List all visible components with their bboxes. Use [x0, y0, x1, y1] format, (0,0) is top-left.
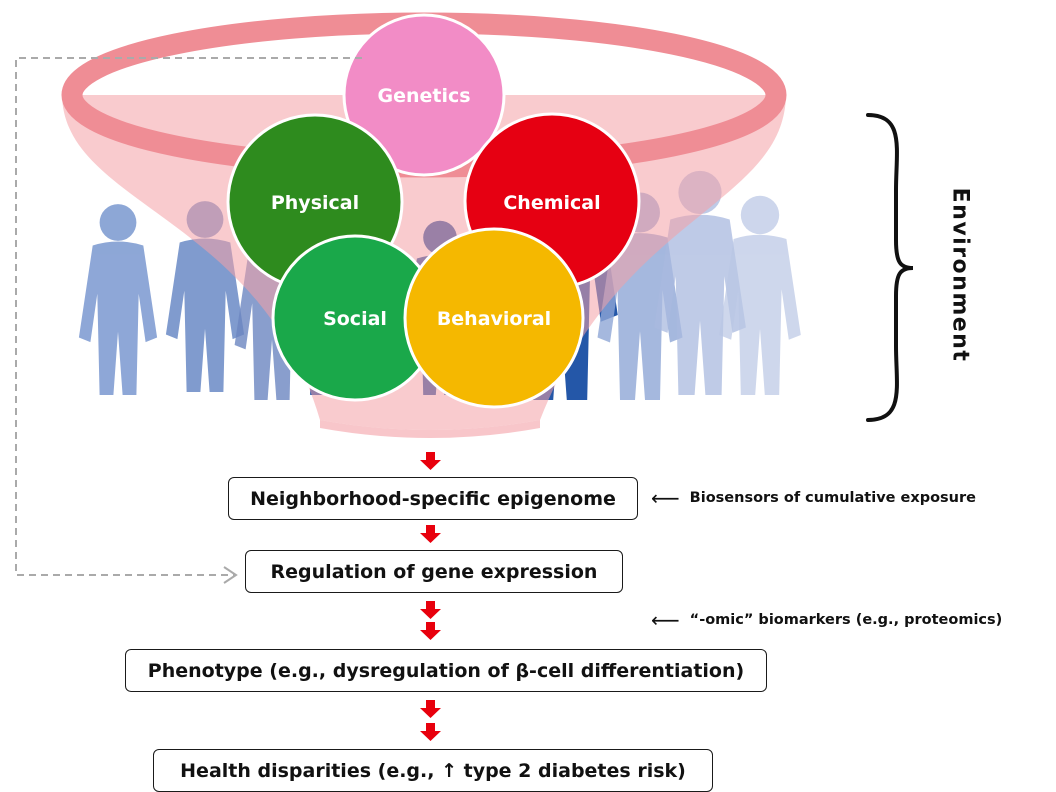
genetics-label: Genetics: [377, 85, 470, 107]
biosensors-annotation: ⟵ Biosensors of cumulative exposure: [651, 485, 976, 511]
flow-arrow-icon: [420, 700, 441, 718]
behavioral-label: Behavioral: [437, 308, 551, 330]
genetics-circle: [342, 13, 506, 177]
biosensors-text: Biosensors of cumulative exposure: [689, 490, 976, 506]
flow-arrow-icon: [420, 601, 441, 619]
social-label: Social: [323, 308, 387, 330]
feedback-dashed-arrow: [15, 57, 362, 584]
chemical-label: Chemical: [503, 192, 600, 214]
flow-arrow-icon: [420, 452, 441, 470]
phenotype-box: Phenotype (e.g., dysregulation of β-cell…: [125, 649, 767, 692]
flow-arrow-icon: [420, 723, 441, 741]
health-disparities-box: Health disparities (e.g., ↑ type 2 diabe…: [153, 749, 713, 792]
environment-label: Environment: [947, 187, 973, 363]
omic-text: “-omic” biomarkers (e.g., proteomics): [689, 612, 1003, 628]
person-silhouette: [719, 195, 801, 395]
environment-brace: [866, 113, 914, 422]
flow-arrow-icon: [420, 525, 441, 543]
flow-arrow-icon: [420, 622, 441, 640]
physical-label: Physical: [271, 192, 359, 214]
regulation-box: Regulation of gene expression: [245, 550, 623, 593]
left-arrow-icon: ⟵: [651, 486, 680, 510]
epigenome-box: Neighborhood-specific epigenome: [228, 477, 638, 520]
left-arrow-icon: ⟵: [651, 608, 680, 632]
person-silhouette: [78, 204, 158, 395]
factor-circles: Genetics Physical Chemical Social Behavi…: [226, 13, 641, 409]
omic-annotation: ⟵ “-omic” biomarkers (e.g., proteomics): [651, 607, 1002, 633]
behavioral-circle: [403, 227, 585, 409]
flow-arrows: [420, 452, 441, 741]
